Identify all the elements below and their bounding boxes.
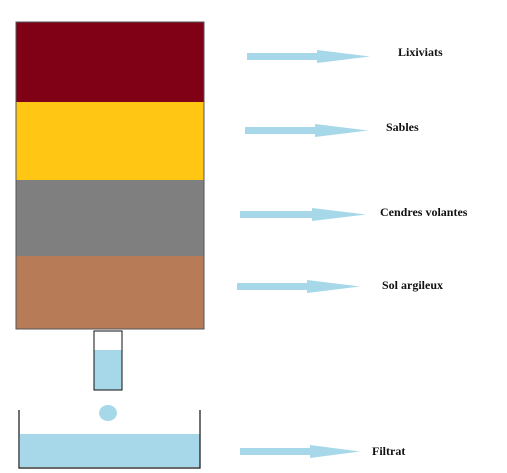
arrow-sables bbox=[245, 124, 368, 137]
layer-sables bbox=[16, 102, 204, 180]
layer-sol-argileux bbox=[16, 256, 204, 329]
column-outline bbox=[15, 21, 205, 330]
label-sol-argileux: Sol argileux bbox=[382, 278, 443, 292]
layer-lixiviats bbox=[16, 22, 204, 102]
collector-basin bbox=[18, 410, 201, 469]
arrow-sol-argileux bbox=[237, 280, 360, 293]
label-sables: Sables bbox=[386, 120, 419, 134]
layer-cendres-volantes bbox=[16, 180, 204, 256]
arrow-filtrat bbox=[240, 445, 360, 458]
basin-outline bbox=[18, 410, 201, 469]
label-cendres-volantes: Cendres volantes bbox=[380, 205, 468, 219]
tube-outline bbox=[93, 330, 123, 391]
basin-fluid bbox=[20, 434, 200, 467]
arrow-cendres-volantes bbox=[240, 208, 366, 221]
tube-fluid bbox=[94, 350, 122, 390]
outlet-tube bbox=[93, 330, 123, 391]
arrow-lixiviats bbox=[247, 50, 370, 63]
arrows bbox=[237, 50, 370, 458]
labels: Lixiviats Sables Cendres volantes Sol ar… bbox=[372, 45, 468, 458]
soil-column bbox=[15, 21, 205, 330]
label-filtrat: Filtrat bbox=[372, 444, 405, 458]
label-lixiviats: Lixiviats bbox=[398, 45, 443, 59]
droplet bbox=[99, 405, 117, 421]
